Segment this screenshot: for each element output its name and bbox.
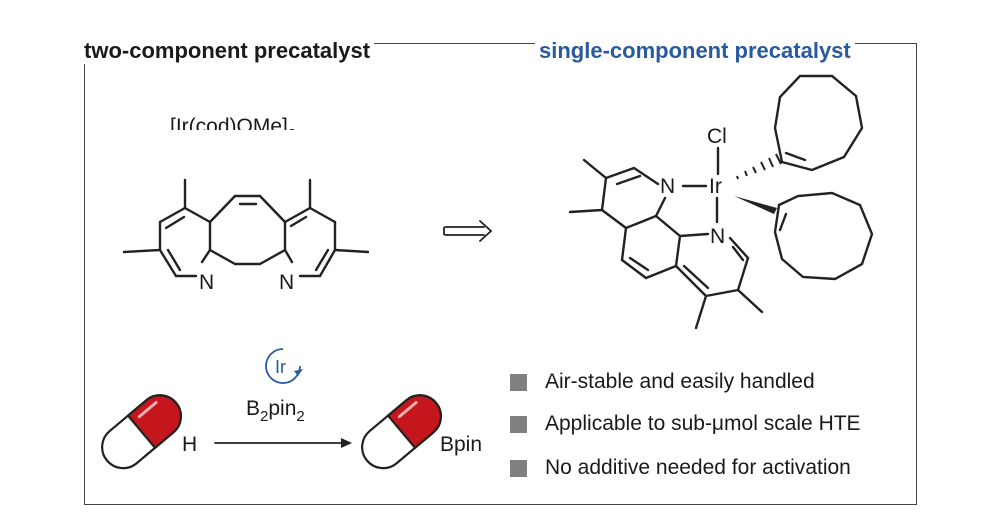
- chloride-label: Cl: [707, 125, 727, 148]
- iridium-complex: Cl Ir N N: [568, 74, 874, 330]
- nitrogen-label-top: N: [660, 175, 675, 198]
- bullet-square-icon: [510, 459, 527, 477]
- diagram-frame: [84, 43, 917, 505]
- reagent-label: B2pin2: [246, 397, 305, 425]
- feature-item-2: Applicable to sub-μmol scale HTE: [510, 412, 861, 436]
- feature-item-1: Air-stable and easily handled: [510, 370, 815, 394]
- feature-item-3: No additive needed for activation: [510, 456, 851, 480]
- feature-text: Air-stable and easily handled: [545, 370, 815, 393]
- bullet-square-icon: [510, 373, 527, 391]
- substrate-capsule-icon: [101, 394, 183, 470]
- nitrogen-label-bottom: N: [710, 225, 725, 248]
- nitrogen-label-left: N: [199, 271, 214, 294]
- iridium-label: Ir: [709, 175, 722, 198]
- header-single-component: single-component precatalyst: [535, 38, 855, 64]
- product-bpin-label: Bpin: [440, 433, 482, 456]
- header-two-component: two-component precatalyst: [80, 38, 375, 64]
- catalyst-ir-label: Ir: [275, 357, 286, 377]
- substrate-h-label: H: [182, 433, 197, 456]
- reaction-scheme: Ir B2pin2 H Bpin: [101, 348, 482, 470]
- product-capsule-icon: [361, 394, 443, 470]
- catalytic-cycle-icon: [265, 348, 301, 384]
- implication-arrow: [443, 220, 493, 242]
- nitrogen-label-right: N: [279, 271, 294, 294]
- bullet-square-icon: [510, 415, 527, 433]
- feature-text: Applicable to sub-μmol scale HTE: [545, 412, 861, 435]
- feature-text: No additive needed for activation: [545, 456, 851, 479]
